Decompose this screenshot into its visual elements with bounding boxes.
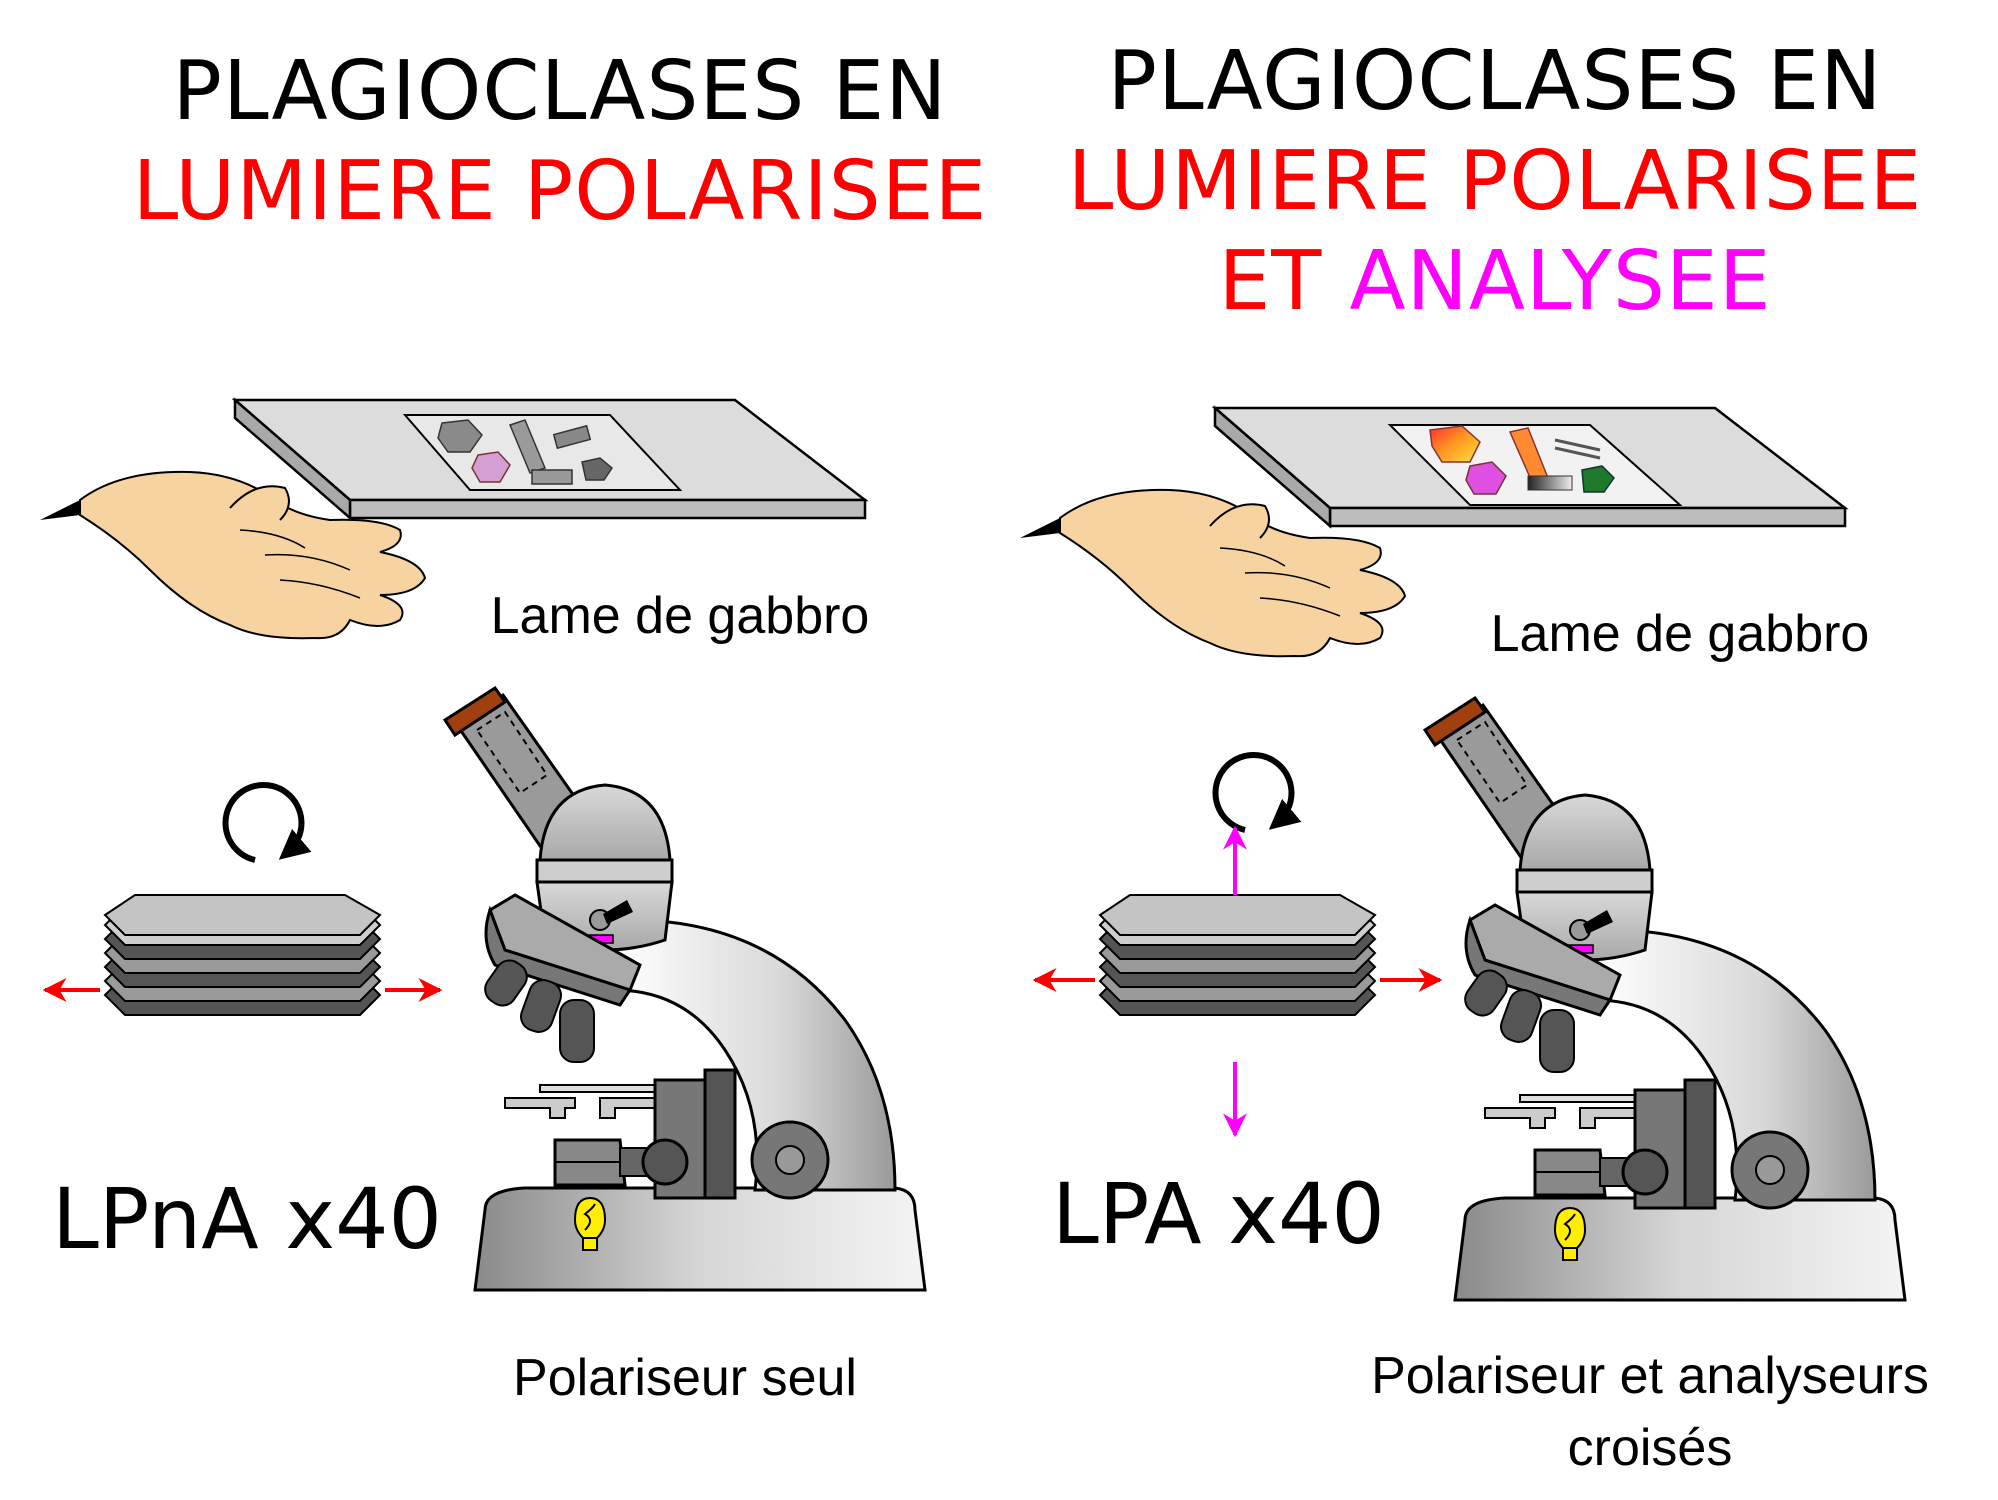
crystal-orange [1429,425,1481,463]
crystal-stack-icon [104,894,381,1016]
right-mode-label: LPA x40 [1052,1165,1385,1263]
crystal-magenta [1465,461,1507,495]
right-title-line1: PLAGIOCLASES EN [1107,34,1883,129]
left-title-line1: PLAGIOCLASES EN [172,44,948,139]
crystal-dark [581,457,613,481]
right-slide-label: Lame de gabbro [1490,605,1870,663]
right-caption-line2: croisés [1567,1419,1733,1477]
crystal-stack-icon [1099,894,1376,1016]
left-title-line2: LUMIERE POLARISEE [132,144,988,239]
left-slide-group [233,398,867,520]
rotation-arrow-icon [1212,751,1302,833]
crystal-pink [471,451,511,483]
left-caption: Polariseur seul [513,1349,857,1407]
crystal-rect [531,469,573,485]
crystal-bar [552,424,592,450]
right-caption-line1: Polariseur et analyseurs [1371,1347,1929,1405]
microscope-icon [443,686,927,1292]
right-title-analysee: ANALYSEE [1349,234,1772,329]
crystal-lath [508,419,547,474]
right-title-line2: LUMIERE POLARISEE [1067,134,1923,229]
right-title-line3: ET ANALYSEE [1000,232,1990,332]
right-title: PLAGIOCLASES EN LUMIERE POLARISEE ET ANA… [1000,32,1990,332]
left-title: PLAGIOCLASES EN LUMIERE POLARISEE [60,42,1060,242]
microscope-icon [1423,696,1907,1302]
left-slide-label: Lame de gabbro [490,587,870,645]
crystal-grey [437,419,483,453]
right-caption: Polariseur et analyseurs croisés [1330,1340,1970,1484]
crystal-grey-gradient [1527,475,1573,491]
crystal-stripes [1554,438,1601,460]
right-slide-group [1213,406,1847,528]
rotation-arrow-icon [222,781,312,863]
crystal-green [1581,465,1615,493]
left-mode-label: LPnA x40 [52,1170,442,1268]
right-title-et: ET [1218,234,1350,329]
